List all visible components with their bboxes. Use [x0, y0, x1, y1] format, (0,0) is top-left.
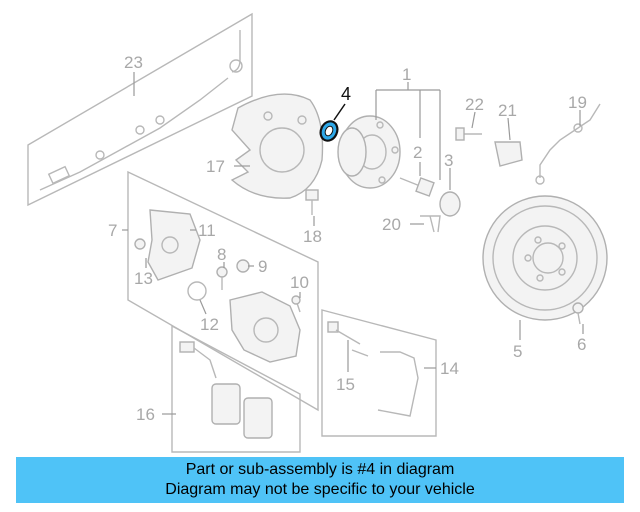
callout-7: 7 [108, 221, 117, 240]
part-20-clip [420, 215, 441, 233]
callout-23: 23 [124, 53, 143, 72]
callout-9: 9 [258, 257, 267, 276]
callout-15: 15 [336, 375, 355, 394]
callout-13: 13 [134, 269, 153, 288]
callout-18: 18 [303, 227, 322, 246]
callout-3: 3 [444, 151, 453, 170]
callout-16: 16 [136, 405, 155, 424]
callout-2: 2 [413, 143, 422, 162]
part-23-abs-sensor-wire [27, 12, 253, 207]
callout-19: 19 [568, 93, 587, 112]
part-5-brake-disc [482, 195, 608, 321]
callout-1: 1 [402, 65, 411, 84]
caliper-body [229, 291, 301, 363]
part-3-dust-cap [439, 191, 461, 217]
part-12-seal-ring [187, 281, 207, 301]
callout-14: 14 [440, 359, 459, 378]
banner-line-disclaimer: Diagram may not be specific to your vehi… [165, 481, 475, 498]
part-9-cap [236, 259, 250, 273]
callout-21: 21 [498, 101, 517, 120]
part-1-wheel-hub [337, 115, 401, 189]
part-7-caliper-panel [127, 170, 319, 412]
part-11-caliper-carrier [147, 209, 201, 281]
callout-4: 4 [341, 84, 351, 104]
part-18-bolt [305, 189, 319, 215]
part-22-bolt [455, 127, 482, 141]
part-4-seal [319, 120, 339, 142]
callout-11: 11 [198, 221, 216, 240]
part-13-bleeder [134, 238, 146, 250]
parts-diagram: 1 2 3 4 5 6 7 8 9 10 11 12 13 14 15 16 1… [27, 12, 608, 453]
callout-20: 20 [382, 215, 401, 234]
leader-lines [122, 72, 584, 415]
part-16-pads-panel [171, 324, 301, 453]
callout-22: 22 [465, 95, 484, 114]
callout-12: 12 [200, 315, 219, 334]
callout-labels: 1 2 3 4 5 6 7 8 9 10 11 12 13 14 15 16 1… [108, 53, 587, 424]
part-21-bracket [494, 141, 523, 167]
part-6-screw [572, 302, 584, 325]
info-banner: Part or sub-assembly is #4 in diagram Di… [16, 457, 624, 503]
callout-17: 17 [206, 157, 225, 176]
part-17-backing-plate [230, 93, 324, 199]
callout-8: 8 [217, 245, 226, 264]
callout-5: 5 [513, 342, 522, 361]
banner-line-part: Part or sub-assembly is #4 in diagram [185, 461, 455, 478]
part-19-brake-hose [535, 103, 601, 185]
callout-10: 10 [290, 273, 309, 292]
part-2-hub-bolt [399, 177, 435, 197]
part-14-15-panel [321, 309, 437, 437]
part-8-bolt [216, 266, 228, 290]
part-10-bolt [291, 295, 301, 313]
callout-6: 6 [577, 335, 586, 354]
